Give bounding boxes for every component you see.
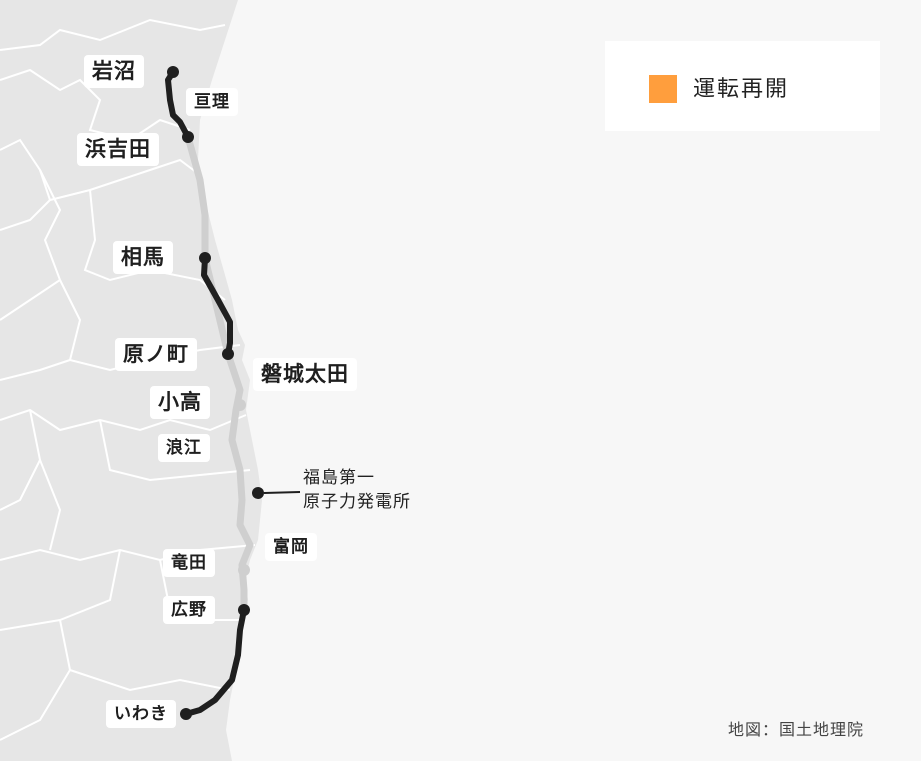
station-label-iwanuma: 岩沼 [84, 55, 144, 89]
station-label-soma: 相馬 [113, 241, 173, 275]
rail-line-reopened [165, 69, 247, 717]
station-label-odaka: 小高 [150, 386, 210, 420]
station-label-tatsuta: 竜田 [163, 549, 215, 578]
legend: 運転再開 [605, 41, 880, 131]
npp-label-line2: 原子力発電所 [303, 492, 411, 512]
station-label-iwakiota: 磐城太田 [253, 358, 357, 392]
map-source-credit: 地図：国土地理院 [728, 720, 865, 739]
npp-marker [252, 487, 264, 499]
station-dots [167, 66, 264, 720]
station-label-iwaki: いわき [106, 700, 176, 729]
legend-label-reopened: 運転再開 [693, 77, 790, 102]
npp-leader-line [263, 491, 301, 494]
station-label-hirono: 広野 [163, 596, 215, 625]
npp-label: 福島第一 原子力発電所 [303, 466, 411, 514]
station-label-watari: 亘理 [186, 88, 238, 117]
station-label-haranomachi: 原ノ町 [115, 338, 197, 372]
station-label-hamayoshida: 浜吉田 [77, 133, 159, 167]
npp-label-line1: 福島第一 [303, 468, 375, 488]
station-label-namie: 浪江 [158, 434, 210, 463]
rail-line-closed [184, 133, 254, 614]
station-label-tomioka: 富岡 [265, 533, 317, 562]
legend-swatch-reopened [649, 75, 677, 103]
